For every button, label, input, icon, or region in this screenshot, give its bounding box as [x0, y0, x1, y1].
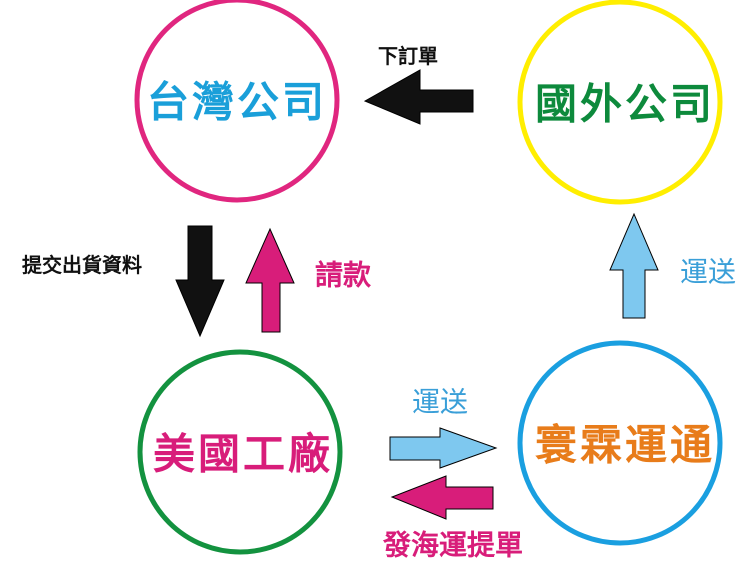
- node-foreign-company: 國外公司: [517, 0, 723, 205]
- edge-transport-right: 運送: [389, 386, 498, 469]
- edge-request-payment-label: 請款: [315, 259, 372, 292]
- node-taiwan-ring: [134, 0, 340, 203]
- node-foreign-ring: [517, 0, 723, 205]
- node-shipping-company: 寰霖運通: [517, 340, 723, 546]
- arrow-left-pink: [390, 475, 494, 520]
- node-shipping-label: 寰霖運通: [535, 421, 715, 470]
- edge-place-order-label: 下訂單: [378, 44, 438, 68]
- edge-transport-up: 運送: [609, 212, 736, 319]
- edge-transport-right-label: 運送: [412, 386, 468, 419]
- node-us-factory: 美國工廠: [137, 349, 343, 555]
- node-foreign-label: 國外公司: [535, 80, 715, 129]
- edge-bill-of-lading: 發海運提單: [382, 475, 523, 562]
- node-taiwan-company: 台灣公司: [134, 0, 340, 203]
- node-us-factory-label: 美國工廠: [153, 430, 333, 479]
- edge-request-payment: 請款: [245, 227, 372, 333]
- edge-place-order: 下訂單: [363, 44, 474, 125]
- node-taiwan-label: 台灣公司: [147, 78, 327, 127]
- arrow-down-black: [175, 225, 225, 338]
- node-shipping-ring: [517, 340, 723, 546]
- edge-submit-shipping-label: 提交出貨資料: [22, 253, 142, 277]
- node-us-factory-ring: [137, 349, 343, 555]
- arrow-left-black: [363, 69, 474, 125]
- arrow-up-lightblue: [609, 212, 659, 319]
- edge-submit-shipping: 提交出貨資料: [22, 225, 225, 338]
- arrow-right-lightblue: [389, 427, 498, 469]
- edge-transport-up-label: 運送: [680, 256, 736, 289]
- arrow-up-pink: [245, 227, 295, 333]
- edge-bill-of-lading-label: 發海運提單: [382, 529, 523, 562]
